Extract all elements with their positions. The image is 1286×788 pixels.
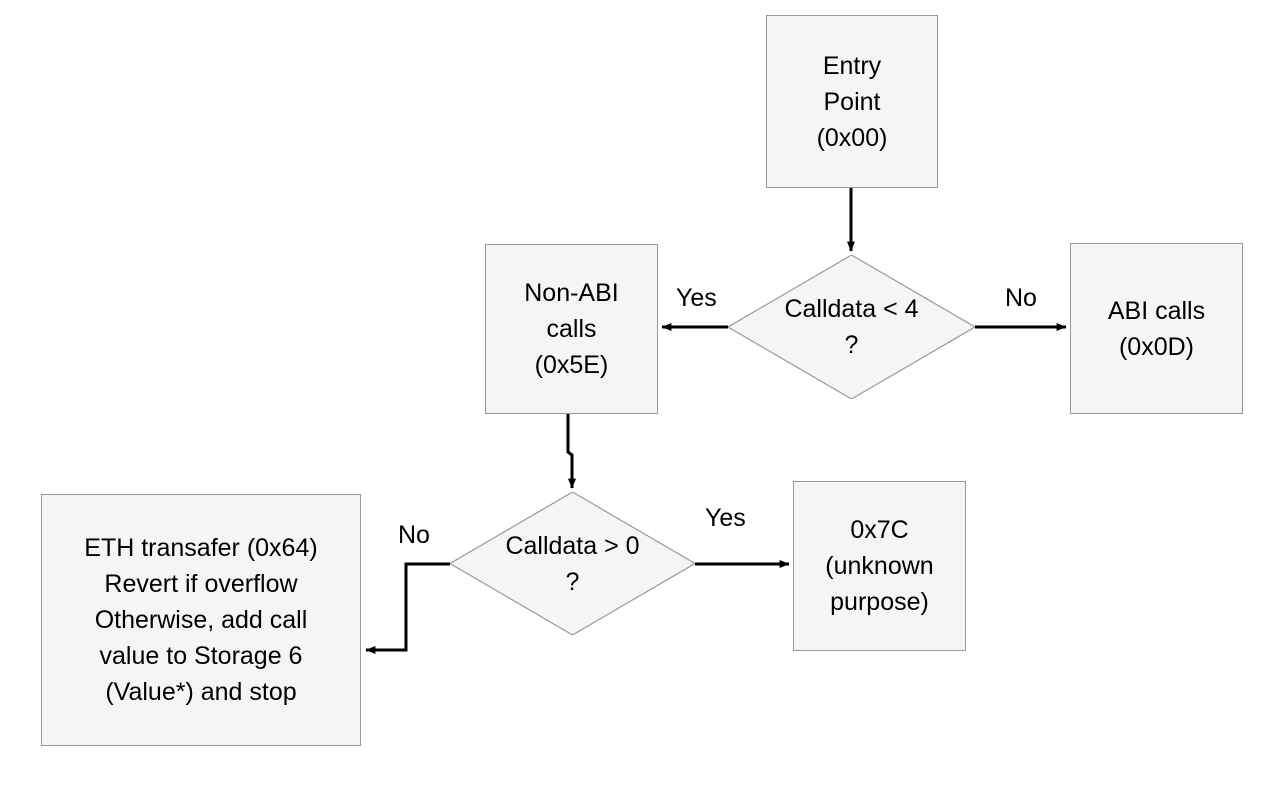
edge-non-abi-to-calldata-gt-0: [566, 414, 576, 489]
edge-calldata-gt-0-no: [365, 562, 450, 654]
node-abi-calls[interactable]: ABI calls (0x0D): [1070, 243, 1243, 414]
edge-label-calldata-gt-0-yes: Yes: [705, 504, 746, 532]
edge-label-calldata-lt-4-no: No: [1005, 284, 1037, 312]
node-entry-point-label: Entry Point (0x00): [816, 51, 888, 152]
node-non-abi-calls-label: Non-ABI calls (0x5E): [524, 279, 619, 379]
node-eth-transfer-label: ETH transafer (0x64) Revert if overflow …: [84, 534, 318, 706]
node-abi-calls-label: ABI calls (0x0D): [1107, 296, 1206, 361]
diamond-shape-calldata-lt-4: [728, 255, 975, 399]
node-calldata-gt-0-label: Calldata > 0 ?: [505, 531, 640, 596]
diamond-shape-calldata-gt-0: [450, 492, 695, 635]
node-calldata-lt-4[interactable]: Calldata < 4 ?: [728, 255, 975, 399]
node-calldata-gt-0[interactable]: Calldata > 0 ?: [450, 492, 695, 635]
node-unknown-7c[interactable]: 0x7C (unknown purpose): [793, 481, 966, 651]
edge-label-calldata-gt-0-no: No: [398, 521, 430, 549]
node-eth-transfer[interactable]: ETH transafer (0x64) Revert if overflow …: [41, 494, 361, 746]
node-calldata-lt-4-label: Calldata < 4 ?: [784, 295, 919, 359]
node-non-abi-calls[interactable]: Non-ABI calls (0x5E): [485, 244, 658, 414]
node-unknown-7c-label: 0x7C (unknown purpose): [825, 516, 934, 616]
node-entry-point[interactable]: Entry Point (0x00): [766, 15, 938, 188]
edge-label-calldata-lt-4-yes: Yes: [676, 284, 717, 312]
